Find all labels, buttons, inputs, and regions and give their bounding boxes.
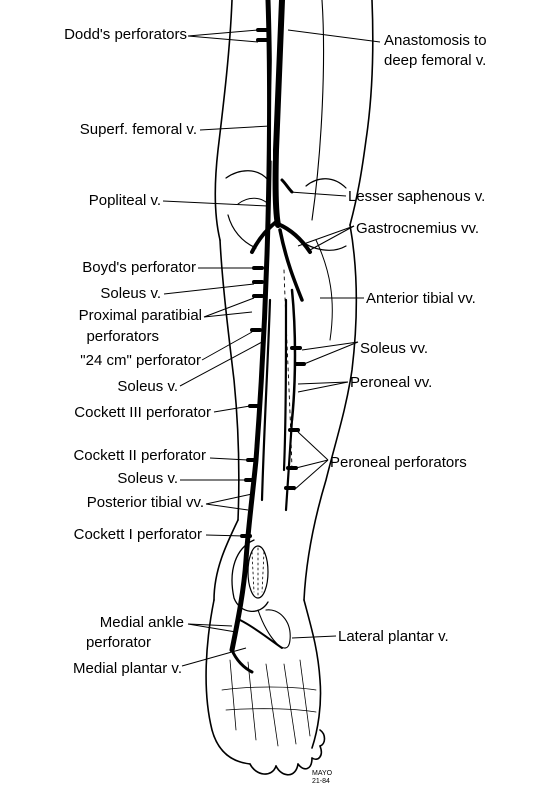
label-soleus-2: Soleus v. bbox=[117, 378, 178, 395]
label-perf-24cm: "24 cm" perforator bbox=[80, 352, 201, 369]
label-dodds-perforators: Dodd's perforators bbox=[64, 26, 187, 43]
label-cockett-3: Cockett III perforator bbox=[74, 404, 211, 421]
signature-mark: MAYO bbox=[312, 770, 332, 778]
label-cockett-2: Cockett II perforator bbox=[73, 447, 206, 464]
label-gastrocnemius: Gastrocnemius vv. bbox=[356, 220, 479, 237]
label-peroneal-vv: Peroneal vv. bbox=[350, 374, 432, 391]
label-cockett-1: Cockett I perforator bbox=[74, 526, 202, 543]
label-proximal-line2: perforators bbox=[86, 328, 159, 345]
signature-date: 21-84 bbox=[312, 778, 330, 786]
label-posterior-tibial: Posterior tibial vv. bbox=[87, 494, 204, 511]
label-superf-femoral: Superf. femoral v. bbox=[80, 121, 197, 138]
label-soleus-1: Soleus v. bbox=[100, 285, 161, 302]
leg-outline bbox=[206, 0, 373, 775]
label-medial-plantar: Medial plantar v. bbox=[73, 660, 182, 677]
label-anastomosis-line1: Anastomosis to bbox=[384, 32, 487, 49]
vein-network bbox=[232, 0, 310, 672]
label-medial-ankle-line2: perforator bbox=[86, 634, 151, 651]
label-soleus-vv: Soleus vv. bbox=[360, 340, 428, 357]
label-medial-ankle-line1: Medial ankle bbox=[100, 614, 184, 631]
label-lateral-plantar: Lateral plantar v. bbox=[338, 628, 449, 645]
label-peroneal-perforators: Peroneal perforators bbox=[330, 454, 467, 471]
label-lesser-saphenous: Lesser saphenous v. bbox=[348, 188, 485, 205]
label-popliteal: Popliteal v. bbox=[89, 192, 161, 209]
label-boyds-perforator: Boyd's perforator bbox=[82, 259, 196, 276]
label-proximal-line1: Proximal paratibial bbox=[79, 307, 202, 324]
label-soleus-3: Soleus v. bbox=[117, 470, 178, 487]
label-anastomosis-line2: deep femoral v. bbox=[384, 52, 486, 69]
label-anterior-tibial: Anterior tibial vv. bbox=[366, 290, 476, 307]
